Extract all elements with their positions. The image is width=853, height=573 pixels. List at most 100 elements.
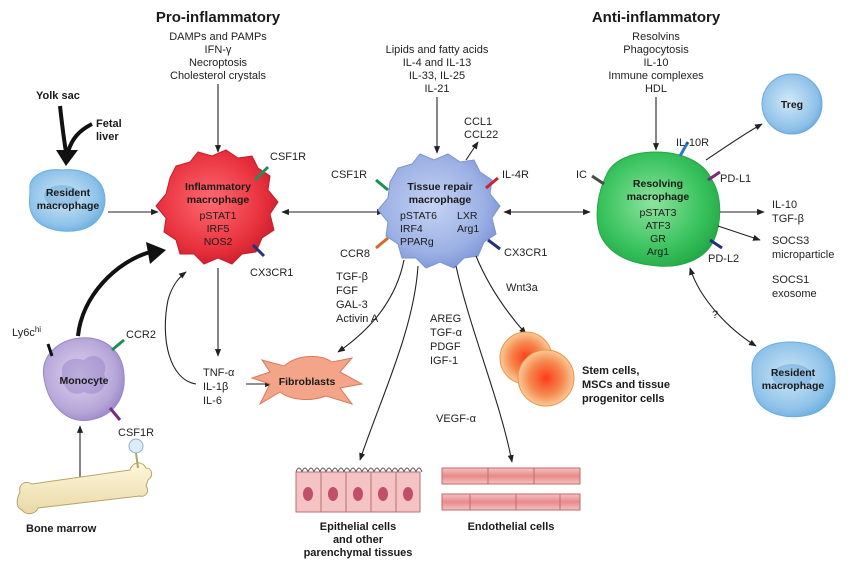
pro-stimulus: Cholesterol crystals (170, 70, 266, 82)
resolving-marker: pSTAT3 (640, 207, 677, 219)
inflammatory-cx3cr1-receptor-icon (251, 243, 266, 258)
yolk-sac-arrow-icon (58, 105, 68, 153)
repair-to-fibroblast-arrow (337, 259, 405, 353)
fibroblast-label: Fibroblasts (279, 376, 336, 388)
monocyte-cell: Monocyte (42, 337, 125, 421)
bone-icon (16, 438, 153, 515)
inflammatory-title-2: macrophage (187, 194, 250, 206)
epi-factor: TGF-α (430, 327, 463, 339)
epithelial-villi (295, 467, 423, 474)
monocyte-ly6c-receptor-icon (46, 343, 54, 357)
repair-csf1r-label: CSF1R (331, 169, 367, 181)
repair-ccr8-receptor-icon (375, 236, 389, 250)
epi-factor: AREG (430, 313, 461, 325)
endo-factor: VEGF-α (436, 413, 477, 425)
ly6c-sup: hi (35, 325, 41, 334)
resolving-il10r-label: IL-10R (676, 137, 709, 149)
inflammatory-cell-body (155, 149, 279, 265)
monocyte-nucleus-icon (61, 355, 106, 394)
repair-stimuli-list: Lipids and fatty acids IL-4 and IL-13 IL… (386, 44, 489, 95)
resident-nucleus-icon (44, 185, 80, 207)
stem-cells-label: Stem cells, (582, 365, 639, 377)
fetal-liver-arrow-icon (66, 122, 93, 153)
epithelial-nucleus-icon (378, 487, 388, 501)
tissue-repair-macrophage: Tissue repair macrophage pSTAT6 IRF4 PPA… (377, 153, 501, 269)
resident-right-body (751, 341, 836, 418)
repair-il4r-receptor-icon (485, 176, 499, 190)
resolving-output: SOCS1 (772, 274, 809, 286)
question-mark: ? (712, 309, 718, 321)
chemokine: CCL1 (464, 116, 492, 128)
repair-stimulus: Lipids and fatty acids (386, 44, 489, 56)
fetal-liver-label-1: Fetal (96, 118, 122, 130)
anti-stimulus: Resolvins (632, 31, 680, 43)
monocyte-to-inflammatory-arrow (76, 250, 151, 337)
origin-arrowhead-icon (56, 150, 78, 166)
resolving-output: microparticle (772, 249, 834, 261)
endothelial-layer-top (441, 467, 581, 485)
anti-stimulus: HDL (645, 83, 667, 95)
epi-factor: PDGF (430, 341, 461, 353)
monocyte-arrowhead-icon (146, 242, 166, 264)
anti-stimuli-list: Resolvins Phagocytosis IL-10 Immune comp… (608, 31, 704, 95)
stem-cells-label: MSCs and tissue (582, 379, 670, 391)
inflammatory-output: TNF-α (203, 367, 235, 379)
inflammatory-macrophage: Inflammatory macrophage pSTAT1 IRF5 NOS2 (155, 149, 279, 265)
resident-macrophage-left: Resident macrophage (29, 169, 106, 232)
inflammatory-output: IL-6 (203, 395, 222, 407)
resolving-resident-arrow (689, 267, 757, 347)
fibroblast-cell: Fibroblasts (250, 356, 364, 406)
repair-marker: Arg1 (457, 223, 479, 235)
stem-factor: Wnt3a (506, 282, 539, 294)
monocyte-ccr2-label: CCR2 (126, 329, 156, 341)
repair-to-stem-arrow (475, 255, 527, 335)
monocyte-csf1r-label: CSF1R (118, 427, 154, 439)
repair-cx3cr1-label: CX3CR1 (504, 247, 547, 259)
bone-stem (135, 452, 139, 469)
anti-stimulus: Immune complexes (608, 70, 704, 82)
resident-left-label-2: macrophage (37, 200, 100, 212)
pro-stimulus: Necroptosis (189, 57, 248, 69)
resolving-macrophage: Resolving macrophage pSTAT3 ATF3 GR Arg1 (596, 151, 721, 267)
inflammatory-output: IL-1β (203, 381, 228, 393)
stem-cells-cluster (499, 331, 575, 407)
bone-marrow-label: Bone marrow (26, 523, 97, 535)
bone-shaft (16, 462, 153, 515)
repair-il4r-label: IL-4R (502, 169, 529, 181)
monocyte-csf1r-receptor-icon (108, 407, 122, 421)
epithelial-nucleus-icon (403, 487, 413, 501)
pro-stimulus: DAMPs and PAMPs (169, 31, 267, 43)
repair-stimulus: IL-4 and IL-13 (403, 57, 472, 69)
resolving-pdl1-receptor-icon (707, 170, 721, 182)
chemokine-arrow (465, 141, 479, 161)
fibro-factor: TGF-β (336, 271, 368, 283)
pro-inflammatory-heading: Pro-inflammatory (156, 9, 281, 26)
epithelial-label: parenchymal tissues (304, 547, 413, 559)
anti-inflammatory-heading: Anti-inflammatory (592, 9, 721, 26)
repair-to-epithelial-arrow (359, 265, 419, 461)
fibro-factor: GAL-3 (336, 299, 368, 311)
epithelial-nucleus-icon (353, 487, 363, 501)
resident-right-label-2: macrophage (762, 380, 825, 392)
resolving-marker: ATF3 (646, 220, 671, 232)
epithelial-label: Epithelial cells (320, 521, 396, 533)
inflammatory-csf1r-label: CSF1R (270, 151, 306, 163)
inflammatory-marker: pSTAT1 (200, 210, 237, 222)
inflammatory-cx3cr1-label: CX3CR1 (250, 267, 293, 279)
treg-body (761, 73, 823, 135)
pro-stimuli-list: DAMPs and PAMPs IFN-γ Necroptosis Choles… (169, 31, 267, 82)
repair-marker: IRF4 (400, 223, 423, 235)
yolk-sac-label: Yolk sac (36, 90, 80, 102)
pro-stimulus: IFN-γ (205, 44, 232, 56)
epi-factor: IGF-1 (430, 355, 458, 367)
resolving-output: exosome (772, 288, 817, 300)
repair-to-endothelial-arrow (455, 265, 514, 463)
repair-marker: PPARg (400, 236, 434, 248)
resolving-ic-label: IC (576, 169, 587, 181)
repair-cell-body (377, 153, 501, 269)
anti-stimulus: IL-10 (643, 57, 668, 69)
resident-left-label-1: Resident (46, 187, 91, 199)
epithelial-cell (395, 471, 421, 513)
resolving-pdl1-label: PD-L1 (720, 173, 751, 185)
